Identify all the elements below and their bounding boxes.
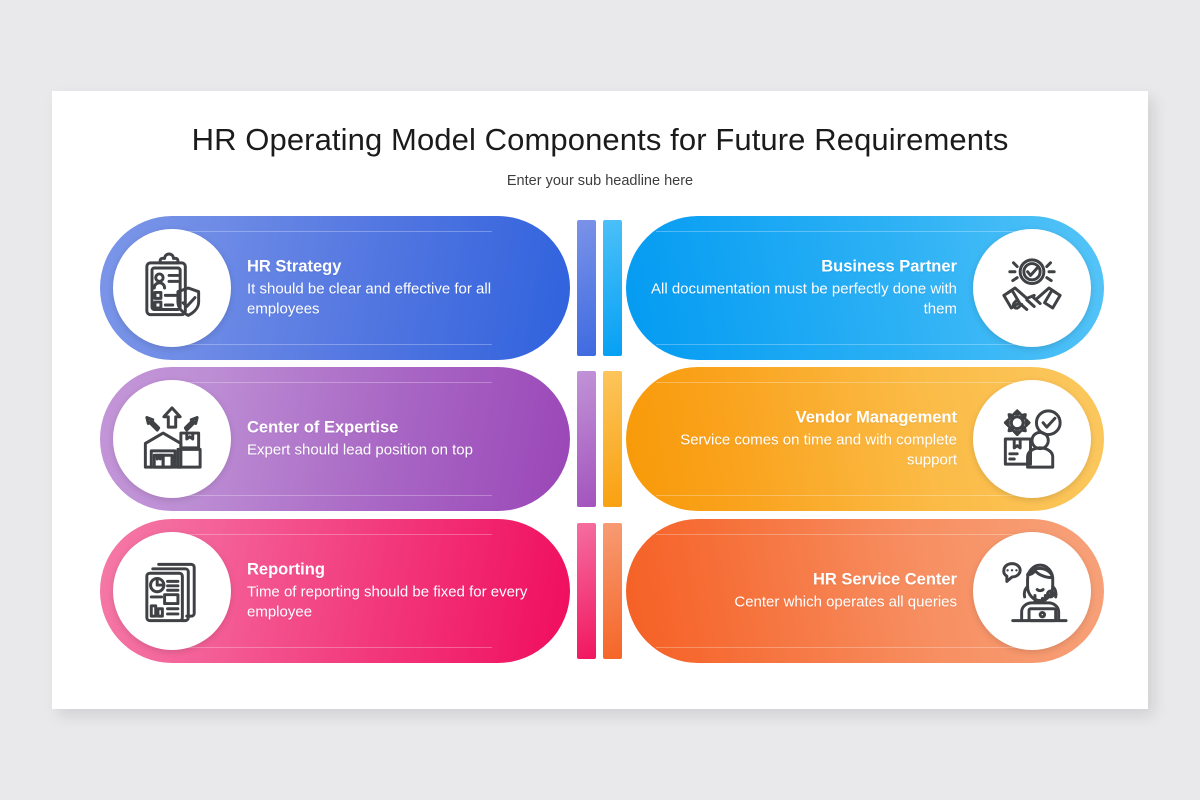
card-vendor-management[interactable]: Vendor Management Service comes on time …	[626, 367, 1104, 511]
icon-bubble	[113, 229, 231, 347]
divider-bar-right	[603, 371, 622, 507]
icon-bubble	[113, 380, 231, 498]
warehouse-arrows-icon	[143, 406, 202, 469]
divider-bar-left	[577, 371, 596, 507]
handshake-check-icon	[1002, 258, 1062, 311]
card-hr-strategy[interactable]: HR Strategy It should be clear and effec…	[100, 216, 570, 360]
icon-bubble	[973, 229, 1091, 347]
report-documents-icon	[145, 562, 196, 623]
card-title: Center of Expertise	[247, 418, 399, 437]
component-row-3: Reporting Time of reporting should be fi…	[100, 519, 1104, 663]
component-row-1: HR Strategy It should be clear and effec…	[100, 216, 1104, 360]
gear-person-box-icon	[1003, 409, 1062, 469]
card-text: Reporting Time of reporting should be fi…	[247, 560, 546, 623]
card-hr-service-center[interactable]: HR Service Center Center which operates …	[626, 519, 1104, 663]
card-center-of-expertise[interactable]: Center of Expertise Expert should lead p…	[100, 367, 570, 511]
card-text: Vendor Management Service comes on time …	[650, 408, 957, 471]
card-description: Time of reporting should be fixed for ev…	[247, 583, 528, 621]
page-subtitle: Enter your sub headline here	[506, 173, 694, 189]
page-title: HR Operating Model Components for Future…	[191, 122, 1009, 157]
divider-bar-left	[577, 220, 596, 356]
card-description: All documentation must be perfectly done…	[651, 280, 957, 318]
icon-bubble	[973, 380, 1091, 498]
card-business-partner[interactable]: Business Partner All documentation must …	[626, 216, 1104, 360]
card-title: Vendor Management	[795, 408, 957, 427]
clipboard-shield-icon	[145, 252, 201, 317]
icon-bubble	[113, 532, 231, 650]
card-title: Business Partner	[821, 257, 957, 276]
card-title: Reporting	[247, 560, 325, 579]
divider-bar-left	[577, 523, 596, 659]
divider-bar-right	[603, 220, 622, 356]
card-description: It should be clear and effective for all…	[247, 280, 492, 318]
icon-bubble	[973, 532, 1091, 650]
card-text: Business Partner All documentation must …	[650, 257, 957, 320]
card-reporting[interactable]: Reporting Time of reporting should be fi…	[100, 519, 570, 663]
card-description: Center which operates all queries	[734, 593, 957, 611]
card-description: Service comes on time and with complete …	[680, 431, 957, 469]
slide-canvas: HR Operating Model Components for Future…	[52, 91, 1148, 709]
support-agent-icon	[1002, 562, 1068, 623]
component-row-2: Center of Expertise Expert should lead p…	[100, 367, 1104, 511]
card-text: HR Strategy It should be clear and effec…	[247, 257, 546, 320]
card-description: Expert should lead position on top	[247, 441, 473, 459]
card-title: HR Service Center	[813, 570, 957, 589]
card-title: HR Strategy	[247, 257, 342, 276]
card-text: Center of Expertise Expert should lead p…	[247, 418, 546, 461]
divider-bar-right	[603, 523, 622, 659]
card-text: HR Service Center Center which operates …	[650, 570, 957, 613]
